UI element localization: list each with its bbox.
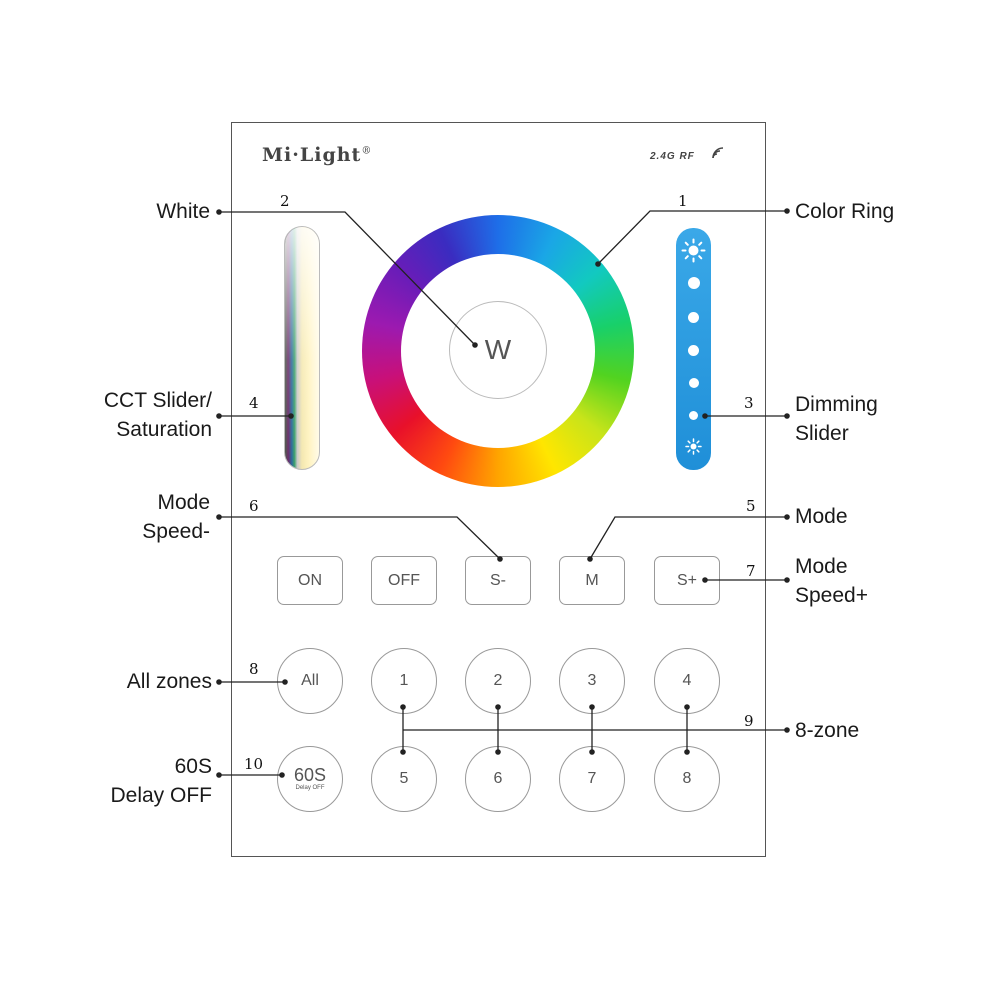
label-mode: Mode xyxy=(795,505,848,528)
all-zones-button[interactable]: All xyxy=(277,648,343,714)
zone-button-label: 8 xyxy=(682,770,692,787)
leader-line-2 xyxy=(219,211,476,346)
speed-minus-button[interactable]: S- xyxy=(465,556,531,605)
white-button-label: W xyxy=(484,334,512,365)
leader-dot xyxy=(216,679,222,685)
sun-icon-small xyxy=(685,438,702,455)
zone-1-button[interactable]: 1 xyxy=(371,648,437,714)
leader-dot xyxy=(400,749,406,755)
callout-number-6: 6 xyxy=(249,497,259,515)
leader-dot xyxy=(784,413,790,419)
label-white: White xyxy=(156,200,210,223)
dimming-level-dot xyxy=(689,378,699,388)
leader-dot xyxy=(702,577,708,583)
zone-3-button[interactable]: 3 xyxy=(559,648,625,714)
zone-button-label: 6 xyxy=(493,770,503,787)
on-button-label: ON xyxy=(298,571,322,589)
leader-dot xyxy=(216,209,222,215)
zone-button-label: 3 xyxy=(587,672,597,689)
label-color-ring: Color Ring xyxy=(795,200,895,223)
delay-off-button[interactable]: 60S Delay OFF xyxy=(277,746,343,812)
leader-dot xyxy=(288,413,294,419)
zone-button-label: 1 xyxy=(399,672,409,689)
on-button[interactable]: ON xyxy=(277,556,343,605)
dimming-slider[interactable] xyxy=(676,228,711,470)
leader-dot xyxy=(589,704,595,710)
dimming-level-dot xyxy=(688,345,699,356)
leader-dot xyxy=(216,514,222,520)
leader-dot xyxy=(784,514,790,520)
zone-5-button[interactable]: 5 xyxy=(371,746,437,812)
leader-dot xyxy=(282,679,288,685)
leader-line-5 xyxy=(589,516,787,560)
label-cct-slider: CCT Slider/Saturation xyxy=(103,389,212,441)
speed-minus-button-label: S- xyxy=(490,571,506,589)
leader-dot xyxy=(472,342,478,348)
leader-line-6 xyxy=(219,516,501,560)
leader-dot xyxy=(684,749,690,755)
callout-number-9: 9 xyxy=(744,712,754,730)
leader-dot xyxy=(684,704,690,710)
zone-button-label: 4 xyxy=(682,672,692,689)
leader-dot xyxy=(216,772,222,778)
dimming-level-dot xyxy=(689,411,698,420)
rf-signal-icon xyxy=(712,147,724,159)
white-button[interactable]: W xyxy=(449,301,547,399)
sun-icon-large xyxy=(681,238,706,263)
zone-2-button[interactable]: 2 xyxy=(465,648,531,714)
callout-number-4: 4 xyxy=(249,394,259,412)
leader-dot xyxy=(784,208,790,214)
callout-number-2: 2 xyxy=(280,192,290,210)
leader-dot xyxy=(216,413,222,419)
callout-number-8: 8 xyxy=(249,660,259,678)
dimming-level-dot xyxy=(688,277,700,289)
leader-dot xyxy=(595,261,601,267)
brand-logo: Mi·Light® xyxy=(262,144,373,166)
leader-dot xyxy=(497,556,503,562)
rf-label: 2.4G RF xyxy=(650,151,695,162)
callout-number-10: 10 xyxy=(244,755,264,773)
dimming-level-dot xyxy=(688,312,699,323)
speed-plus-button-label: S+ xyxy=(676,571,697,589)
leader-dot xyxy=(784,727,790,733)
leader-dot xyxy=(279,772,285,778)
leader-dot xyxy=(400,704,406,710)
zone-button-label: 5 xyxy=(399,770,409,787)
leader-dot xyxy=(589,749,595,755)
off-button-label: OFF xyxy=(388,571,420,589)
callout-number-3: 3 xyxy=(744,394,754,412)
zone-button-label: 2 xyxy=(493,672,503,689)
leader-dot xyxy=(784,577,790,583)
callout-number-7: 7 xyxy=(746,562,756,580)
zone-6-button[interactable]: 6 xyxy=(465,746,531,812)
leader-dot xyxy=(495,704,501,710)
callout-number-1: 1 xyxy=(678,192,688,210)
cct-slider[interactable] xyxy=(284,226,320,470)
label-all-zones: All zones xyxy=(126,670,212,693)
all-zones-button-label: All xyxy=(301,672,319,689)
label-8-zone: 8-zone xyxy=(795,719,860,742)
leader-dot xyxy=(587,556,593,562)
callout-number-5: 5 xyxy=(746,497,756,515)
leader-dot xyxy=(702,413,708,419)
delay-off-button-sublabel: Delay OFF xyxy=(295,785,325,791)
zone-button-label: 7 xyxy=(587,770,597,787)
leader-dot xyxy=(495,749,501,755)
cct-slider-shading xyxy=(285,227,319,469)
delay-off-button-label: 60S xyxy=(293,765,327,785)
off-button[interactable]: OFF xyxy=(371,556,437,605)
mode-button-label: M xyxy=(585,571,599,589)
leader-line-1 xyxy=(597,210,787,265)
